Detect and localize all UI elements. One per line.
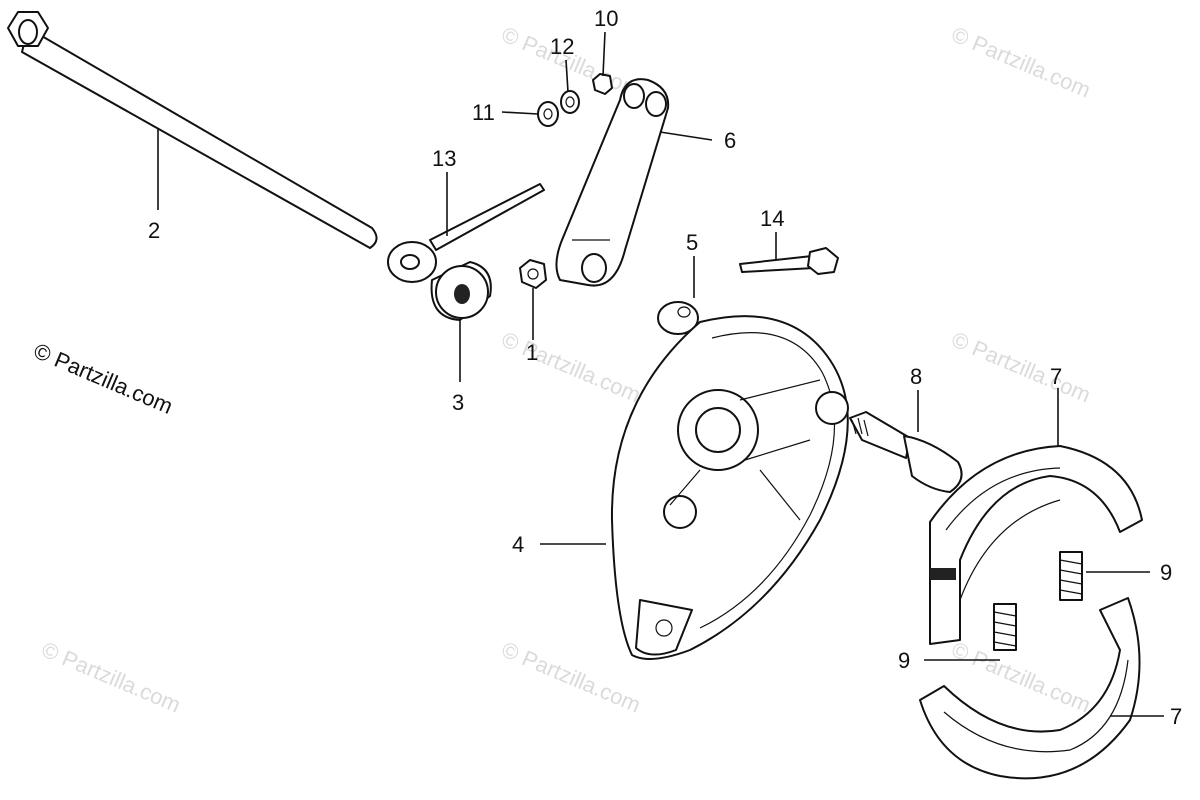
brake-arm-part (555, 78, 713, 287)
callout-13: 13 (432, 146, 456, 171)
brake-shoe-lower-part (919, 597, 1164, 780)
watermark-3: © Partzilla.com (498, 327, 644, 408)
watermark-5: © Partzilla.com (38, 637, 184, 718)
callout-8: 8 (910, 364, 922, 389)
watermark-7: © Partzilla.com (948, 637, 1094, 718)
watermark-4: © Partzilla.com (948, 327, 1094, 408)
brake-cam-part (849, 390, 963, 493)
callout-1: 1 (526, 340, 538, 365)
callout-3: 3 (452, 390, 464, 415)
watermark-6: © Partzilla.com (498, 637, 644, 718)
axle-part (7, 11, 378, 249)
washer-12-part (560, 90, 580, 114)
callout-9-right: 9 (1160, 560, 1172, 585)
adjuster-bolt-part (387, 172, 545, 283)
nut-10-part (592, 73, 613, 95)
bolt-14-part (739, 232, 839, 275)
brake-panel-part (540, 315, 849, 660)
callout-9-left: 9 (898, 648, 910, 673)
watermark-2: © Partzilla.com (948, 22, 1094, 103)
small-fasteners (501, 31, 613, 127)
callout-7-lower: 7 (1170, 704, 1182, 729)
spacer-collar-part (430, 261, 492, 382)
washer-11-part (537, 101, 559, 127)
brake-shoe-upper-part (929, 388, 1143, 645)
springs-part (924, 551, 1150, 661)
washer-5-part (657, 256, 699, 335)
callout-labels: 2 13 3 1 11 12 10 6 14 5 4 8 7 9 9 7 (148, 6, 1182, 729)
callout-14: 14 (760, 206, 784, 231)
callout-6: 6 (724, 128, 736, 153)
callout-5: 5 (686, 230, 698, 255)
callout-7-upper: 7 (1050, 364, 1062, 389)
nut-part (519, 259, 547, 340)
callout-4: 4 (512, 532, 524, 557)
callout-2: 2 (148, 218, 160, 243)
callout-11: 11 (472, 100, 495, 125)
callout-10: 10 (594, 6, 618, 31)
callout-12: 12 (550, 34, 574, 59)
